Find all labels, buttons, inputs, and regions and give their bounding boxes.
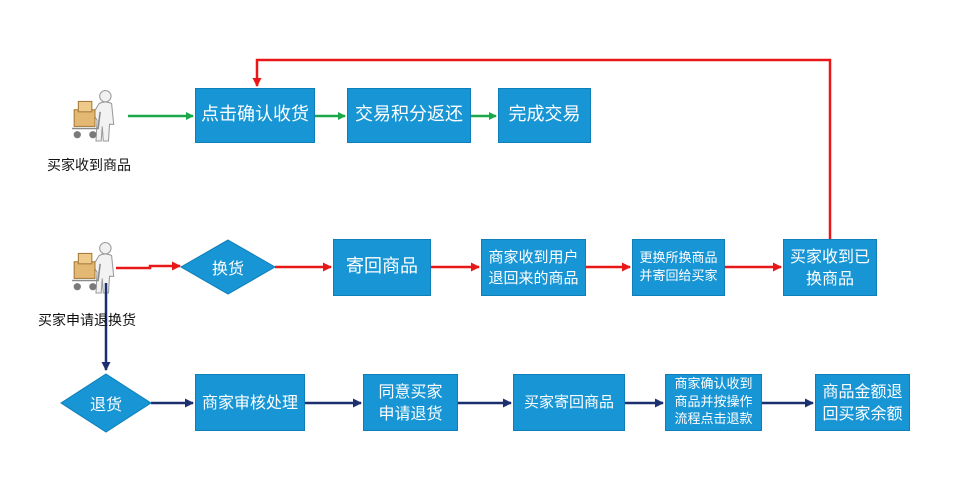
buyer-receives-text: 买家收到已 换商品 — [789, 246, 870, 288]
replace-send-box: 更换所换商品 并寄回给买家 — [632, 239, 725, 296]
person-with-cart-icon — [71, 241, 115, 294]
person-with-cart-icon — [71, 89, 115, 142]
buyer-send-back-box: 买家寄回商品 — [513, 374, 625, 431]
buyer-send-back-text: 买家寄回商品 — [523, 393, 614, 412]
confirm-receipt-box: 点击确认收货 — [195, 88, 315, 143]
buyer-request-label: 买家申请退换货 — [38, 313, 136, 329]
replace-send-text: 更换所换商品 并寄回给买家 — [639, 250, 718, 284]
complete-trade-text: 完成交易 — [508, 104, 581, 126]
merchant-review-box: 商家审核处理 — [195, 374, 305, 431]
exchange-diamond — [179, 239, 277, 295]
complete-trade-box: 完成交易 — [498, 88, 591, 143]
buyer-received-label: 买家收到商品 — [47, 158, 131, 174]
return-diamond — [60, 373, 152, 433]
merchant-refund-text: 商家确认收到 商品并按操作 流程点击退款 — [674, 377, 753, 428]
merchant-receives-box: 商家收到用户 退回来的商品 — [481, 239, 586, 296]
agree-return-text: 同意买家 申请退货 — [378, 381, 443, 423]
refund-balance-text: 商品金额退 回买家余额 — [822, 381, 903, 423]
points-return-box: 交易积分返还 — [347, 88, 471, 143]
send-back-box: 寄回商品 — [333, 239, 431, 296]
exchange-diamond-label: 换货 — [211, 259, 244, 278]
merchant-refund-box: 商家确认收到 商品并按操作 流程点击退款 — [665, 374, 762, 431]
agree-return-box: 同意买家 申请退货 — [363, 374, 458, 431]
arrow-buyer-to-confirm-loop — [252, 58, 832, 239]
points-return-text: 交易积分返还 — [355, 104, 463, 126]
merchant-receives-text: 商家收到用户 退回来的商品 — [488, 248, 579, 287]
buyer-receives-box: 买家收到已 换商品 — [783, 239, 877, 296]
refund-balance-box: 商品金额退 回买家余额 — [815, 374, 910, 431]
merchant-review-text: 商家审核处理 — [201, 392, 298, 412]
confirm-receipt-text: 点击确认收货 — [201, 104, 309, 126]
return-diamond-label: 退货 — [89, 395, 122, 414]
send-back-text: 寄回商品 — [346, 256, 418, 278]
arrow-request-to-exchange — [116, 261, 181, 271]
